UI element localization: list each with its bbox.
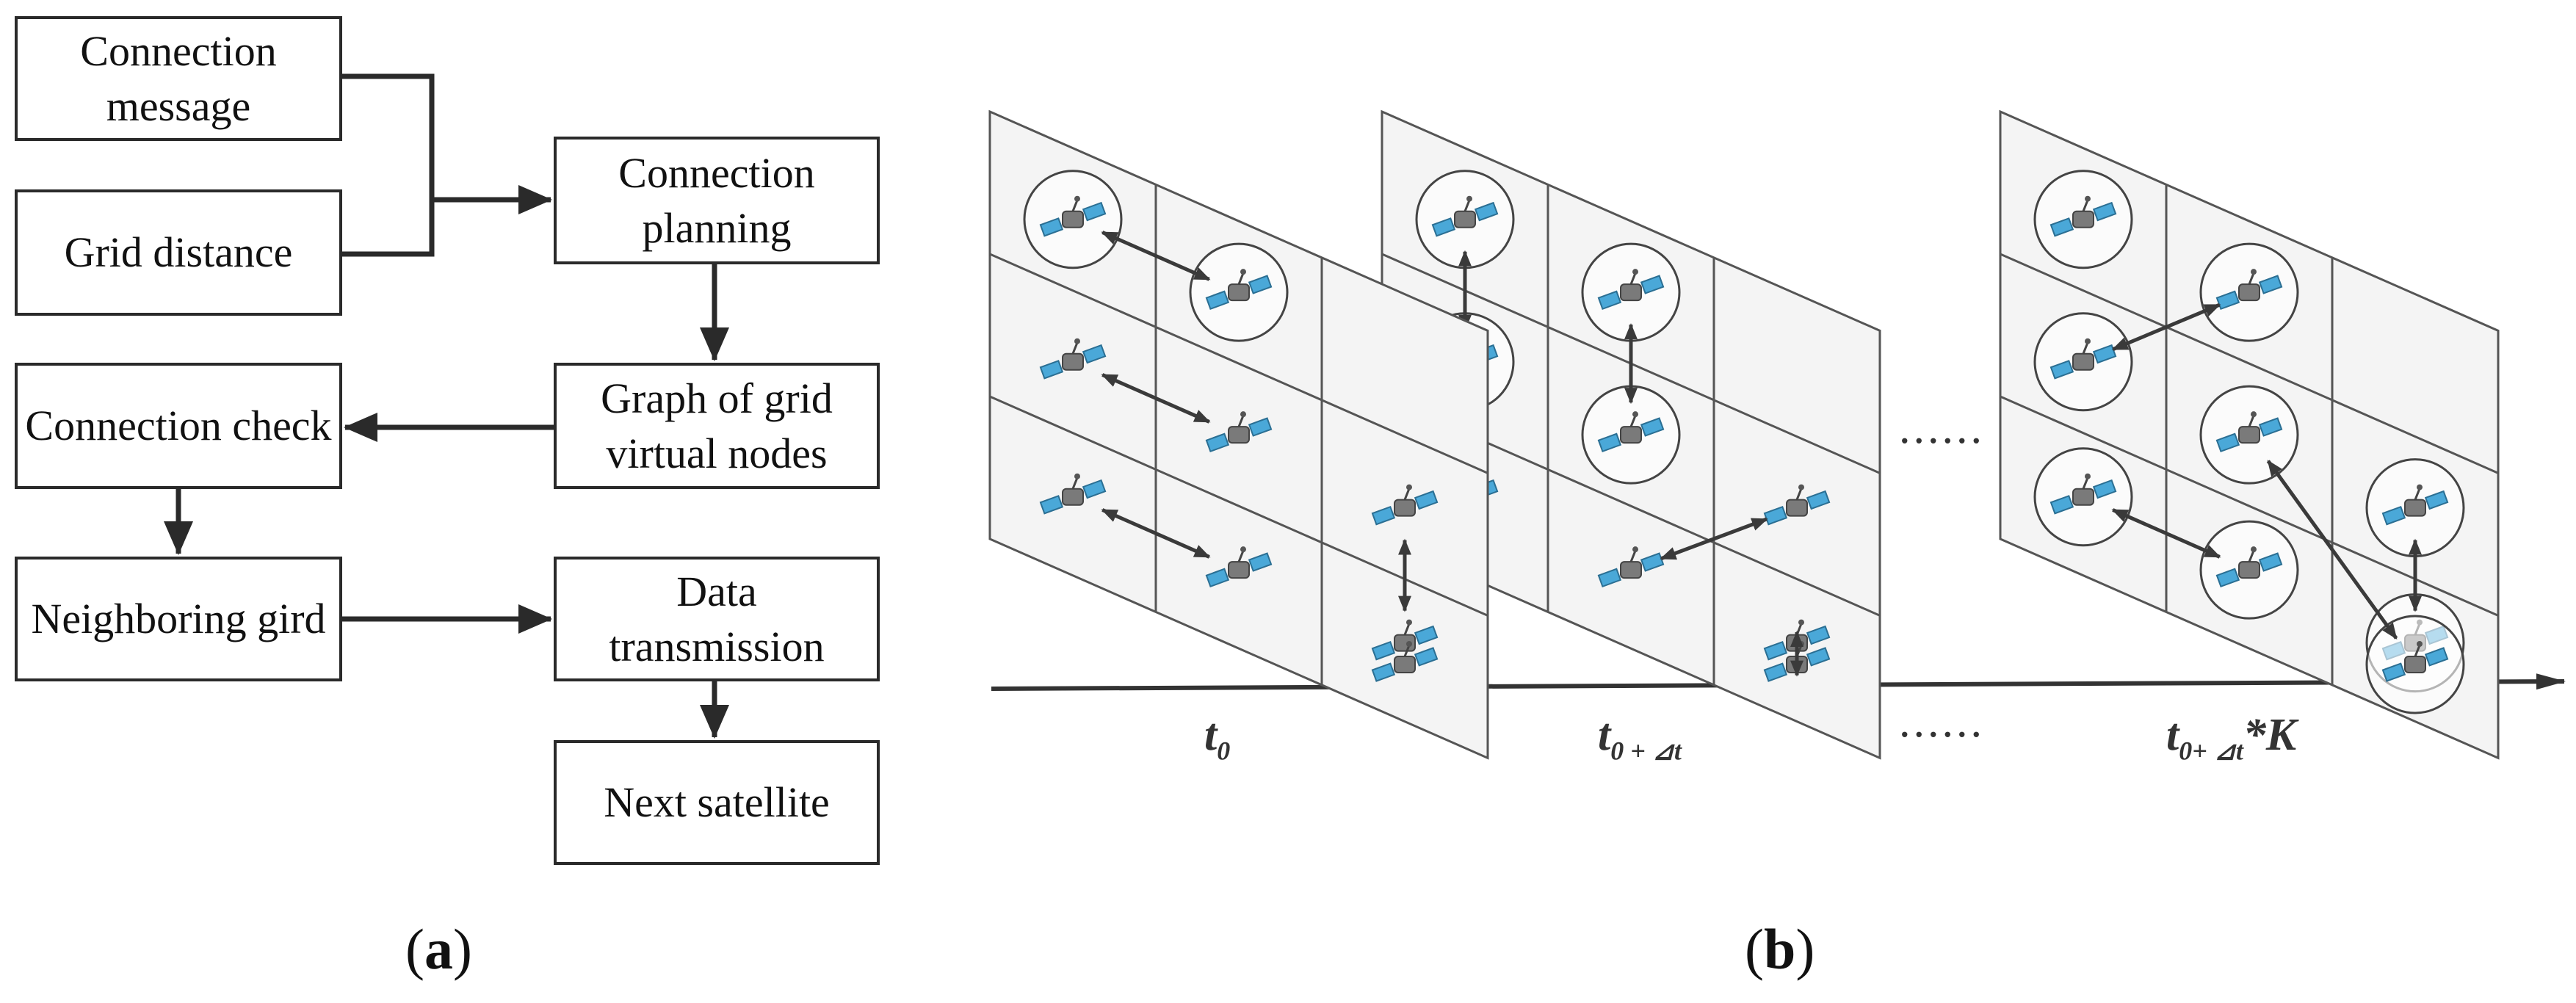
time-label-tk-main: t <box>2166 710 2179 760</box>
box-neighboring-grid: Neighboring gird <box>15 557 342 681</box>
time-label-t0-sub: 0 <box>1217 736 1231 766</box>
box-next-satellite: Next satellite <box>554 740 880 865</box>
box-connection-message-label: Connection message <box>80 26 277 130</box>
panel-tk-row-line <box>2000 253 2499 474</box>
time-label-tk-suffix: *K <box>2243 710 2297 760</box>
caption-b: (b) <box>1745 916 1815 982</box>
connector-distance-to-merge <box>342 200 435 257</box>
link-arrow <box>2111 303 2221 352</box>
ellipsis-bottom: ...... <box>1899 697 1985 747</box>
time-label-tk: t0+ ⊿t*K <box>2166 709 2296 766</box>
box-grid-distance: Grid distance <box>15 189 342 316</box>
ellipsis-top: ...... <box>1899 403 1985 453</box>
link-arrow <box>1660 517 1768 561</box>
box-connection-check: Connection check <box>15 363 342 489</box>
time-label-t1: t0 + ⊿t <box>1598 709 1682 766</box>
caption-a-letter: a <box>424 917 453 981</box>
connector-message-to-merge <box>342 73 435 200</box>
box-connection-check-label: Connection check <box>25 402 332 450</box>
caption-b-letter: b <box>1763 917 1796 981</box>
box-connection-planning-label: Connection planning <box>618 148 815 252</box>
box-data-transmission: Data transmission <box>554 557 880 681</box>
box-connection-message: Connection message <box>15 16 342 141</box>
box-grid-distance-label: Grid distance <box>64 228 293 277</box>
link-arrow <box>1101 373 1211 424</box>
panel-tk <box>1999 109 2500 760</box>
link-arrow <box>2111 508 2221 559</box>
time-label-t1-main: t <box>1598 710 1611 760</box>
box-data-transmission-label: Data transmission <box>609 567 825 670</box>
caption-a: (a) <box>405 916 472 982</box>
box-graph-virtual-nodes-label: Graph of grid virtual nodes <box>601 374 833 477</box>
panel-t0-row-line <box>989 253 1488 474</box>
box-neighboring-grid-label: Neighboring gird <box>31 595 326 643</box>
caption-b-close: ) <box>1795 917 1815 981</box>
panel-t0 <box>988 109 1489 760</box>
link-arrow <box>1101 231 1211 281</box>
caption-a-close: ) <box>452 917 472 981</box>
caption-b-open: ( <box>1745 917 1764 981</box>
caption-a-open: ( <box>405 917 424 981</box>
box-connection-planning: Connection planning <box>554 137 880 264</box>
link-arrow <box>2266 460 2398 640</box>
time-label-t1-sub: 0 + ⊿t <box>1610 736 1682 766</box>
box-graph-virtual-nodes: Graph of grid virtual nodes <box>554 363 880 489</box>
time-label-t0-main: t <box>1204 710 1218 760</box>
time-label-t0: t0 <box>1204 709 1230 766</box>
box-next-satellite-label: Next satellite <box>604 778 830 827</box>
time-label-tk-sub: 0+ ⊿t <box>2179 736 2243 766</box>
link-arrow <box>1101 508 1211 559</box>
